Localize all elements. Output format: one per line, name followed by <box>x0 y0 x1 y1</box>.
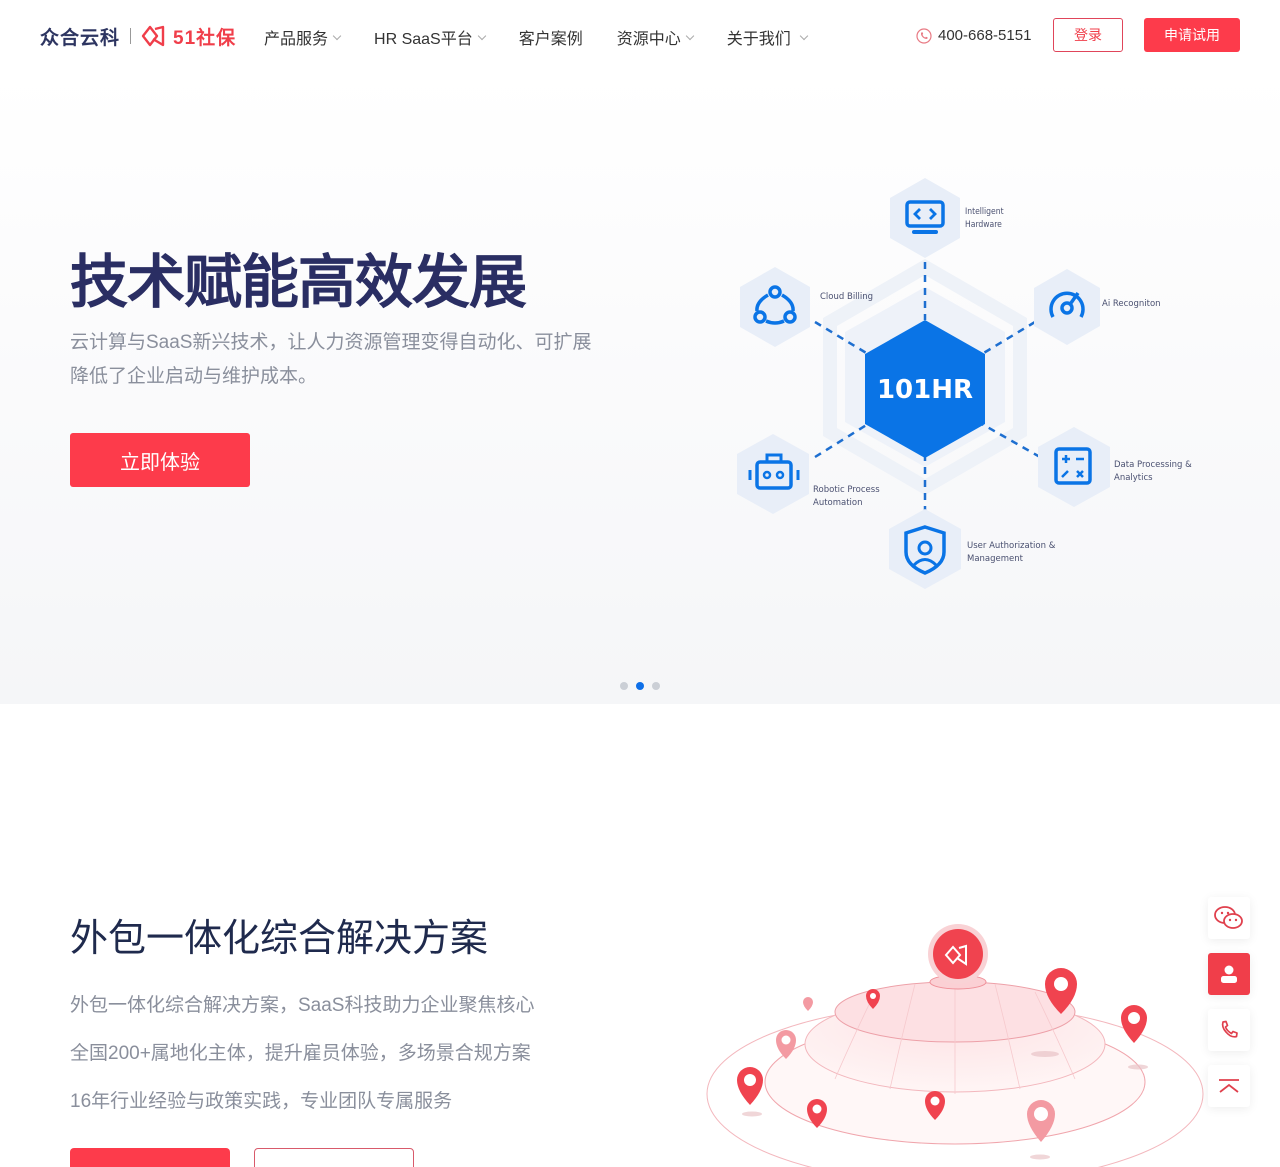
node-cloud-billing: Cloud Billing <box>740 267 873 347</box>
chevron-down-icon <box>685 31 694 41</box>
nav-item-resources[interactable]: 资源中心 <box>616 25 694 49</box>
svg-text:Robotic Process: Robotic Process <box>813 485 880 495</box>
svg-text:User Authorization &: User Authorization & <box>967 541 1056 551</box>
back-to-top-icon <box>1219 1079 1239 1093</box>
nav-label: 客户案例 <box>518 31 583 48</box>
hero-banner: 技术赋能高效发展 云计算与SaaS新兴技术，让人力资源管理变得自动化、可扩展 降… <box>0 72 1280 704</box>
carousel-dot[interactable] <box>620 682 628 690</box>
svg-text:Hardware: Hardware <box>965 220 1002 230</box>
node-data-processing: Data Processing & Analytics <box>1038 427 1192 507</box>
hero-title: 技术赋能高效发展 <box>70 250 527 315</box>
svg-text:Analytics: Analytics <box>1114 473 1153 483</box>
svg-text:Automation: Automation <box>813 498 863 508</box>
outsourcing-section: 外包一体化综合解决方案 外包一体化综合解决方案，SaaS科技助力企业聚焦核心 全… <box>0 704 1280 1167</box>
svg-text:Cloud Billing: Cloud Billing <box>820 292 873 302</box>
login-button[interactable]: 登录 <box>1053 18 1123 52</box>
nav-label: 资源中心 <box>616 31 681 48</box>
svg-text:Ai Recogniton: Ai Recogniton <box>1102 299 1161 309</box>
carousel-dot-active[interactable] <box>636 682 644 690</box>
phone-number: 400-668-5151 <box>938 27 1032 44</box>
node-intelligent-hardware: Intelligent Hardware <box>890 178 1004 258</box>
phone-button[interactable] <box>1208 1009 1250 1051</box>
national-coverage-illustration <box>706 924 1204 1167</box>
svg-text:Management: Management <box>967 554 1024 564</box>
carousel-indicators <box>620 682 660 690</box>
phone-contact[interactable]: 400-668-5151 <box>916 27 1031 44</box>
wechat-icon <box>1214 906 1243 929</box>
diagram-center-label: 101HR <box>877 375 973 405</box>
logo-divider <box>130 28 132 44</box>
hr-tech-diagram: 101HR Intelligent Hardware Cloud Billing… <box>737 178 1192 589</box>
svg-text:Data Processing &: Data Processing & <box>1114 460 1192 470</box>
section-line: 全国200+属地化主体，提升雇员体验，多场景合规方案 <box>70 1043 531 1064</box>
section-line: 16年行业经验与政策实践，专业团队专属服务 <box>70 1091 453 1112</box>
try-now-button[interactable]: 立即体验 <box>70 433 250 487</box>
apply-trial-button[interactable]: 申请试用 <box>1144 18 1240 52</box>
phone-icon <box>1221 1020 1238 1038</box>
chevron-down-icon <box>332 31 342 41</box>
wechat-button[interactable] <box>1208 897 1250 939</box>
node-ai-recognition: Ai Recogniton <box>1034 269 1161 345</box>
svg-text:Intelligent: Intelligent <box>965 207 1004 217</box>
nav-label: HR SaaS平台 <box>374 31 473 48</box>
site-header: 众合云科 51社保 产品服务 HR SaaS平台 客户案例 资源中心 关于我们 … <box>0 0 1280 72</box>
logo-primary-text: 众合云科 <box>40 27 121 49</box>
hero-subtitle-line: 降低了企业启动与维护成本。 <box>70 366 318 387</box>
nav-item-cases[interactable]: 客户案例 <box>519 25 583 49</box>
chevron-down-icon <box>799 31 809 41</box>
node-user-authorization: User Authorization & Management <box>889 509 1056 589</box>
nav-item-about[interactable]: 关于我们 <box>726 25 809 49</box>
section-title: 外包一体化综合解决方案 <box>70 918 489 960</box>
carousel-dot[interactable] <box>652 682 660 690</box>
logo[interactable]: 众合云科 51社保 <box>40 22 236 50</box>
floating-contact-bar <box>1208 897 1250 1121</box>
node-robotic-process-automation: Robotic Process Automation <box>737 434 880 514</box>
nav-label: 产品服务 <box>264 31 329 48</box>
hero-subtitle: 云计算与SaaS新兴技术，让人力资源管理变得自动化、可扩展 降低了企业启动与维护… <box>70 326 630 394</box>
logo-secondary-text: 51社保 <box>173 27 237 49</box>
chevron-down-icon <box>477 31 486 41</box>
nav-item-hr-saas[interactable]: HR SaaS平台 <box>374 25 486 49</box>
section-line: 外包一体化综合解决方案，SaaS科技助力企业聚焦核心 <box>70 995 535 1016</box>
user-icon <box>1221 965 1237 983</box>
nav-item-products[interactable]: 产品服务 <box>264 25 342 49</box>
brand-mark-icon <box>141 25 165 47</box>
phone-icon <box>916 27 932 44</box>
section-primary-button[interactable] <box>70 1148 230 1167</box>
section-secondary-button[interactable] <box>254 1148 414 1167</box>
hero-subtitle-line: 云计算与SaaS新兴技术，让人力资源管理变得自动化、可扩展 <box>70 332 592 353</box>
main-nav: 产品服务 HR SaaS平台 客户案例 资源中心 关于我们 <box>264 25 809 49</box>
back-to-top-button[interactable] <box>1208 1065 1250 1107</box>
nav-label: 关于我们 <box>726 31 791 48</box>
customer-service-button[interactable] <box>1208 953 1250 995</box>
